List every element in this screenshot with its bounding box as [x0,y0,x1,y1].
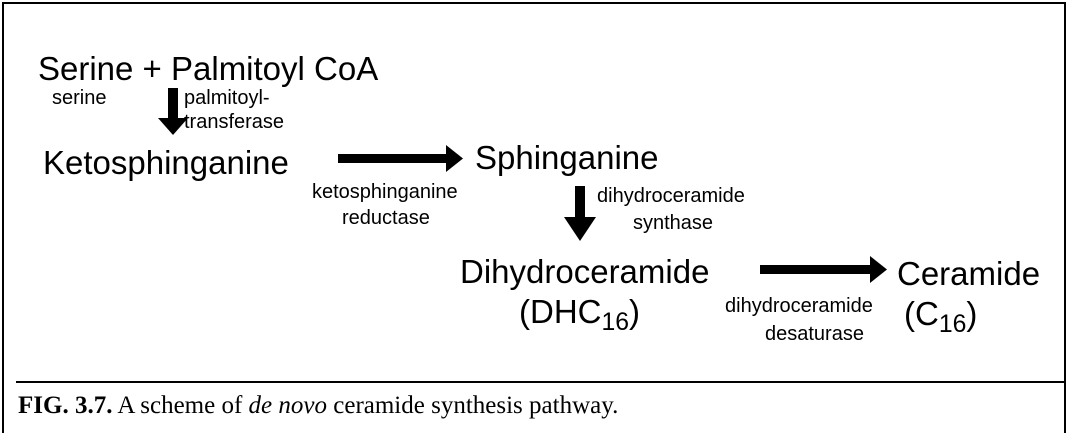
node-dhc16-label: (DHC16) [519,293,641,336]
node-sphinganine: Sphinganine [475,139,659,176]
node-ceramide: Ceramide [897,255,1041,292]
enzyme-synthase-label: synthase [633,212,714,234]
enzyme-serine-label: serine [52,87,107,109]
arrow-down-2 [564,186,596,241]
arrow-down-1 [158,88,188,135]
node-dihydroceramide: Dihydroceramide [460,253,710,290]
enzyme-dihydroceramide-desaturase-label-1: dihydroceramide [725,295,873,317]
node-ketosphinganine: Ketosphinganine [43,144,289,181]
enzyme-ketosphinganine-label: ketosphinganine [312,181,458,203]
enzyme-desaturase-label: desaturase [765,323,864,345]
node-c16-label: (C16) [904,295,978,338]
figure-caption: FIG. 3.7. A scheme of de novo ceramide s… [18,392,619,419]
caption-divider [16,381,1066,383]
arrow-right-1 [338,145,463,172]
enzyme-dihydroceramide-synthase-label-1: dihydroceramide [597,185,745,207]
figure-frame [2,2,1066,433]
enzyme-reductase-label: reductase [342,207,430,229]
enzyme-palmitoyl-label: palmitoyl- [184,87,270,109]
arrow-right-2 [760,256,887,283]
enzyme-transferase-label: transferase [184,111,285,133]
node-serine-palmitoyl-coa: Serine + Palmitoyl CoA [38,50,379,87]
